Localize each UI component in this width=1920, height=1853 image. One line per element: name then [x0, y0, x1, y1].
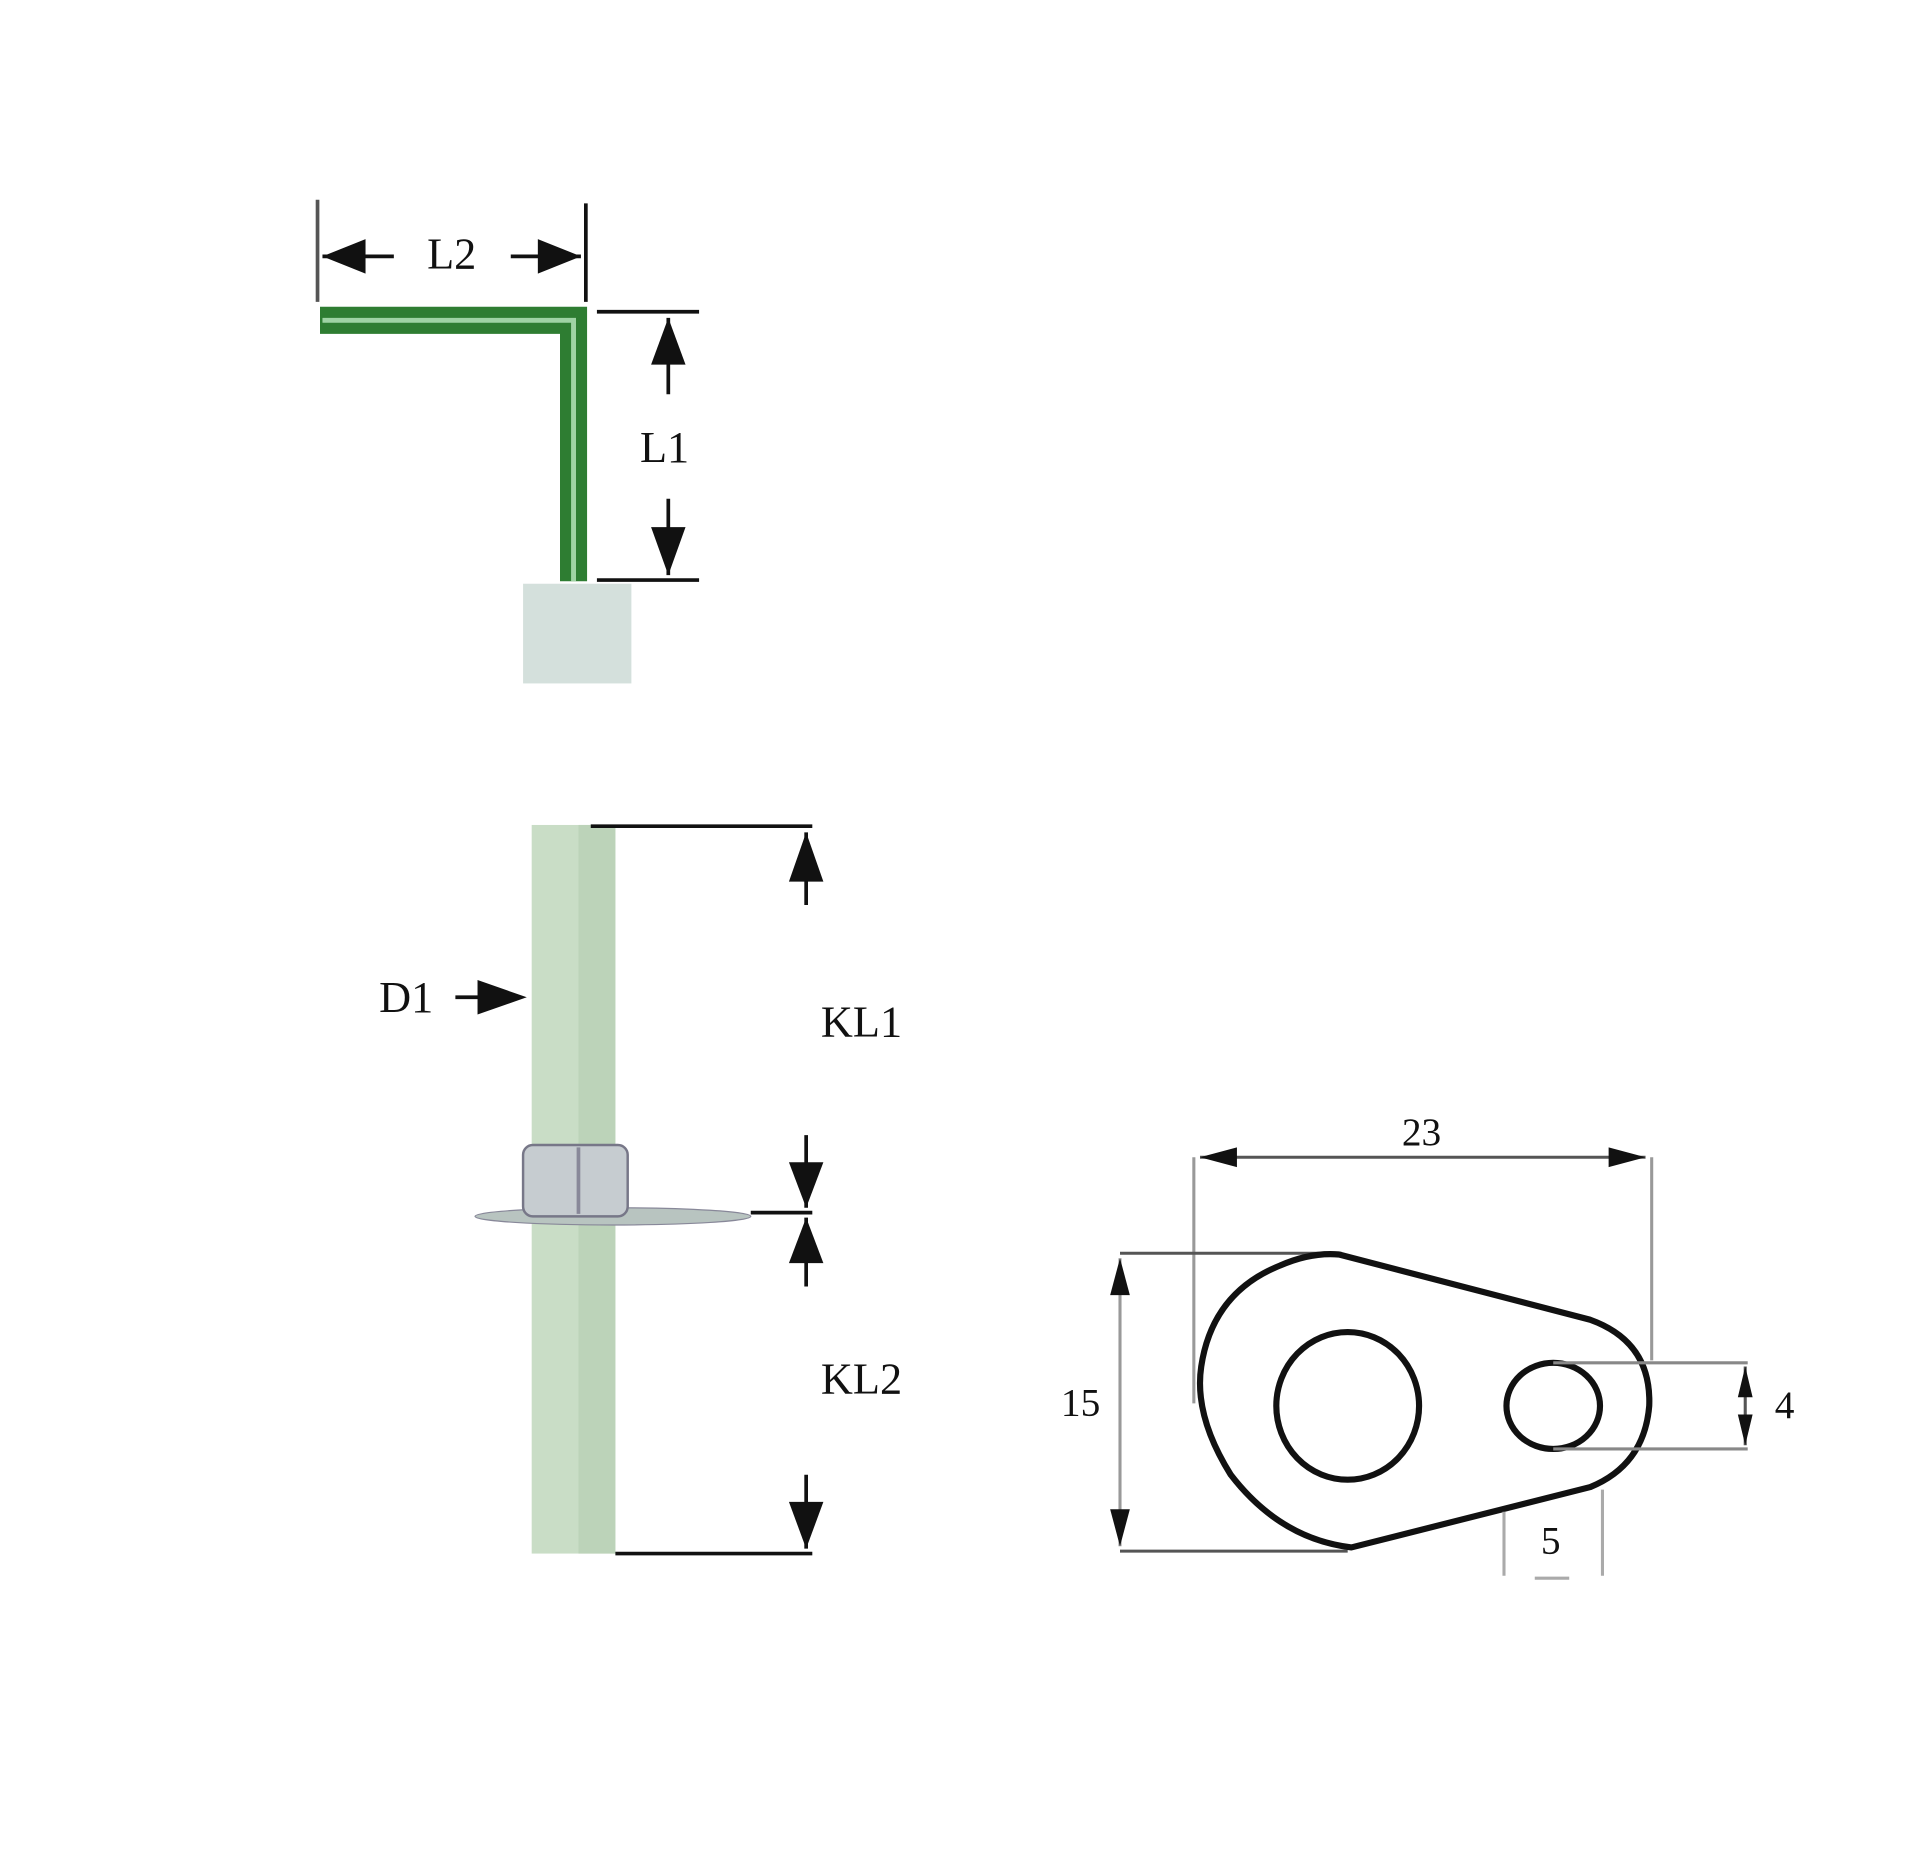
hole-dimension-label: 4	[1775, 1383, 1795, 1427]
bent-wire-highlight	[322, 317, 576, 582]
l1-arrowhead-up	[651, 317, 686, 365]
kl1-arrowhead-up	[788, 832, 824, 882]
l1-arrowhead-down	[651, 527, 686, 576]
kl2-label: KL2	[821, 1355, 902, 1404]
rod-probe-drawing: D1 KL1 KL2	[379, 824, 902, 1556]
d1-label: D1	[379, 973, 433, 1022]
kl1-arrowhead-down	[788, 1162, 824, 1208]
width-dimension-label: 23	[1402, 1110, 1441, 1154]
mounting-lug-drawing: 23 15 4 5	[1061, 1110, 1795, 1580]
mounting-nut	[521, 1143, 629, 1218]
l2-arrowhead-left	[322, 239, 366, 274]
l2-arrowhead-right	[537, 239, 581, 274]
wire-sleeve	[523, 583, 632, 684]
kl2-arrowhead-up	[788, 1217, 824, 1264]
lug-outline	[1196, 1251, 1653, 1551]
small-hole	[1503, 1359, 1604, 1453]
d1-arrow-icon	[477, 980, 527, 1015]
kl1-label: KL1	[821, 998, 902, 1047]
l1-label: L1	[640, 423, 689, 472]
height-dimension-label: 15	[1061, 1381, 1100, 1425]
large-hole	[1273, 1328, 1423, 1483]
bent-wire-drawing: L2 L1	[315, 199, 700, 684]
offset-dimension-label: 5	[1541, 1519, 1561, 1563]
bent-wire	[320, 306, 588, 582]
kl2-arrowhead-down	[788, 1501, 824, 1549]
l2-label: L2	[427, 230, 476, 279]
